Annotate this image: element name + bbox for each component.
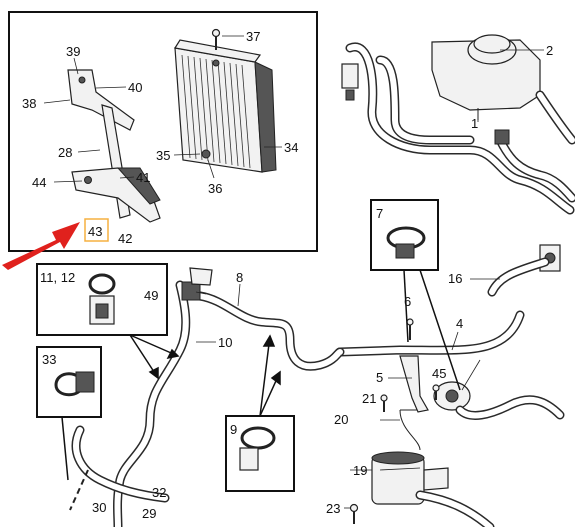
callout-2: 2	[546, 43, 553, 58]
callout-10: 10	[218, 335, 232, 350]
callout-38: 38	[22, 96, 36, 111]
callout-43: 43	[88, 224, 102, 239]
callout-29: 29	[142, 506, 156, 521]
expansion-tank[interactable]	[431, 34, 541, 120]
callout-30: 30	[92, 500, 106, 515]
callout-20: 20	[334, 412, 348, 427]
callout-32: 32	[152, 485, 166, 500]
callout-16: 16	[448, 271, 462, 286]
callout-40: 40	[128, 80, 142, 95]
callout-9: 9	[230, 422, 237, 437]
callout-37: 37	[246, 29, 260, 44]
callout-11-12: 11, 12	[40, 270, 75, 285]
callout-7: 7	[376, 206, 383, 221]
highlight-box-43	[84, 218, 109, 242]
screw-21[interactable]	[380, 394, 388, 412]
callout-21: 21	[362, 391, 376, 406]
callout-4: 4	[456, 316, 463, 331]
callout-5: 5	[376, 370, 383, 385]
callout-33: 33	[42, 352, 56, 367]
callout-6: 6	[404, 294, 411, 309]
callout-1: 1	[471, 116, 478, 131]
callout-39: 39	[66, 44, 80, 59]
clip-33[interactable]	[54, 371, 95, 397]
quick-connector-top[interactable]	[341, 63, 510, 145]
callout-49: 49	[144, 288, 158, 303]
callout-45: 45	[432, 366, 446, 381]
coolant-pump[interactable]	[371, 451, 449, 505]
valve-assembly[interactable]	[433, 381, 471, 411]
screw-23[interactable]	[349, 503, 359, 525]
callout-36: 36	[208, 181, 222, 196]
callout-42: 42	[118, 231, 132, 246]
callout-35: 35	[156, 148, 170, 163]
screw-45[interactable]	[432, 384, 440, 400]
red-pointer-arrow	[2, 222, 80, 270]
auxiliary-radiator[interactable]	[174, 39, 277, 173]
callout-8: 8	[236, 270, 243, 285]
connector-49[interactable]	[181, 267, 213, 301]
radiator-bracket[interactable]	[67, 69, 161, 223]
pump-bracket-20[interactable]	[399, 409, 421, 451]
clamp-9[interactable]	[239, 426, 276, 471]
bracket-5[interactable]	[399, 355, 429, 413]
callout-34: 34	[284, 140, 298, 155]
callout-44: 44	[32, 175, 46, 190]
callout-41: 41	[136, 170, 150, 185]
screw-37[interactable]	[211, 28, 221, 51]
detail-arrows	[61, 269, 461, 481]
callout-19: 19	[353, 463, 367, 478]
clamp-7[interactable]	[386, 226, 426, 259]
callout-28: 28	[58, 145, 72, 160]
hose-clamp-11-12[interactable]	[88, 273, 116, 325]
callout-23: 23	[326, 501, 340, 516]
